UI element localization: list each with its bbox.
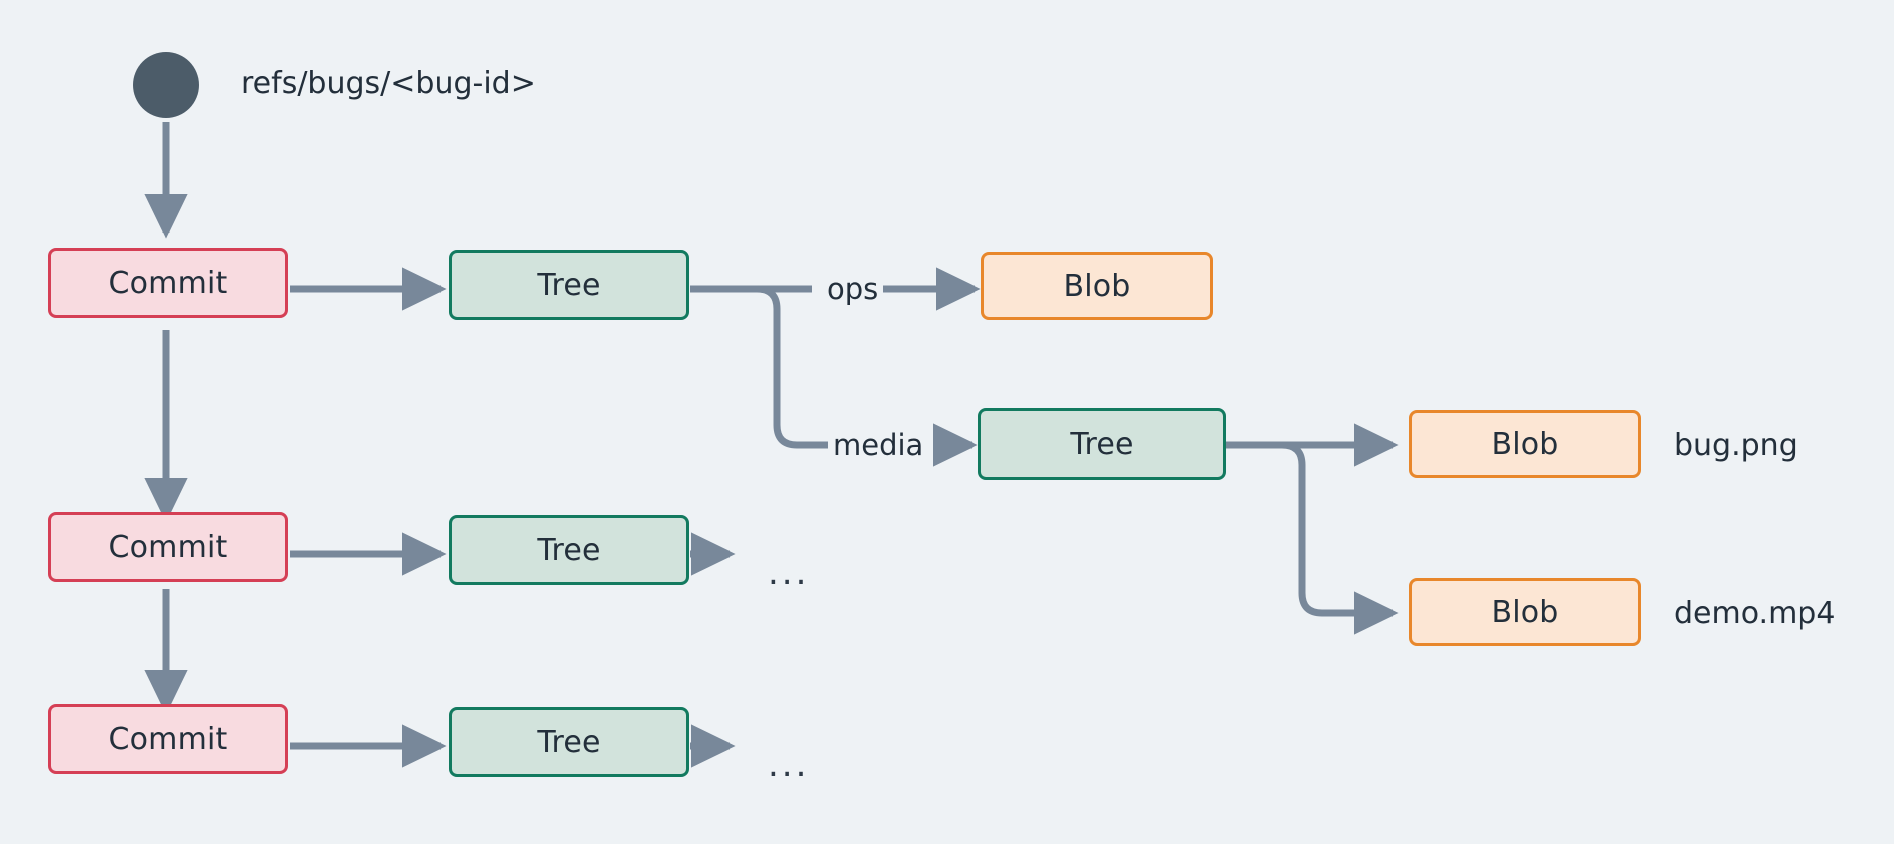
node-blob-ops[interactable]: Blob xyxy=(981,252,1213,320)
node-tree-3-label: Tree xyxy=(537,724,601,760)
ref-label: refs/bugs/<bug-id> xyxy=(241,66,536,101)
node-blob-demo-mp4-label: Blob xyxy=(1491,594,1559,630)
edge-treemedia-to-blobdemo xyxy=(1226,441,1399,635)
node-commit-1[interactable]: Commit xyxy=(48,248,288,318)
ellipsis-tree-3: ... xyxy=(768,745,810,785)
ellipsis-tree-2: ... xyxy=(768,553,810,593)
node-tree-2[interactable]: Tree xyxy=(449,515,689,585)
node-commit-2[interactable]: Commit xyxy=(48,512,288,582)
edge-label-media: media xyxy=(828,428,929,462)
file-label-bug-png: bug.png xyxy=(1674,428,1798,463)
node-tree-media-label: Tree xyxy=(1070,426,1134,462)
node-commit-3[interactable]: Commit xyxy=(48,704,288,774)
edge-tree1-to-media xyxy=(690,285,828,449)
edge-label-ops: ops xyxy=(822,272,884,306)
node-tree-2-label: Tree xyxy=(537,532,601,568)
node-commit-3-label: Commit xyxy=(108,721,228,757)
node-tree-1[interactable]: Tree xyxy=(449,250,689,320)
node-commit-1-label: Commit xyxy=(108,265,228,301)
file-label-demo-mp4: demo.mp4 xyxy=(1674,596,1836,631)
node-tree-media[interactable]: Tree xyxy=(978,408,1226,480)
node-tree-1-label: Tree xyxy=(537,267,601,303)
node-commit-2-label: Commit xyxy=(108,529,228,565)
node-blob-bug-png[interactable]: Blob xyxy=(1409,410,1641,478)
node-tree-3[interactable]: Tree xyxy=(449,707,689,777)
ref-dot-icon xyxy=(133,52,199,118)
node-blob-ops-label: Blob xyxy=(1063,268,1131,304)
node-blob-bug-png-label: Blob xyxy=(1491,426,1559,462)
node-blob-demo-mp4[interactable]: Blob xyxy=(1409,578,1641,646)
